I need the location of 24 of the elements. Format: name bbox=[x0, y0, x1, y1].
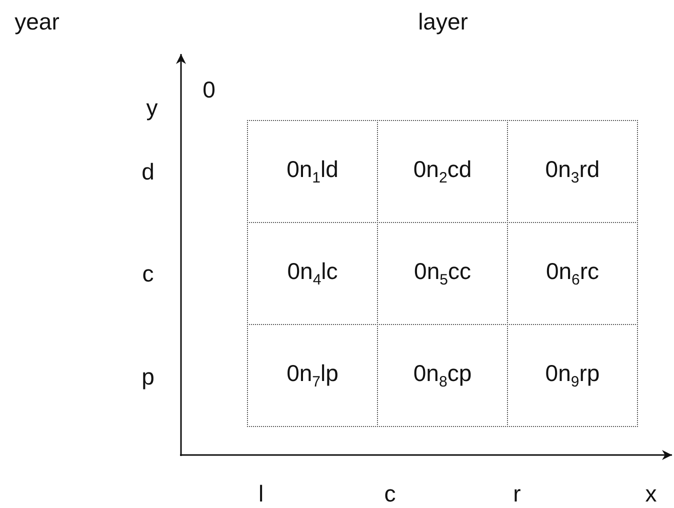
row-label: p bbox=[142, 364, 154, 390]
column-label: r bbox=[513, 480, 521, 508]
cell-label: 0n$_{7}$lp bbox=[286, 360, 338, 391]
grid-cell bbox=[507, 120, 638, 223]
column-label: l bbox=[258, 480, 264, 508]
cell-label: 0n$_{3}$rd bbox=[545, 156, 600, 187]
origin-label: 0 bbox=[202, 76, 216, 104]
cell-label: 0n$_{4}$lc bbox=[287, 258, 338, 289]
axis-label: x bbox=[645, 480, 657, 508]
cell-label: 0n$_{2}$cd bbox=[413, 156, 472, 187]
cell-label: 0n$_{8}$cp bbox=[413, 360, 472, 391]
grid-cell bbox=[507, 324, 638, 427]
grid-cell bbox=[247, 120, 378, 223]
axis-title: layer bbox=[418, 8, 468, 36]
column-label: c bbox=[384, 480, 396, 508]
cell-label: 0n$_{9}$rp bbox=[545, 360, 600, 391]
grid-cell bbox=[247, 324, 378, 427]
axis-title: year bbox=[14, 8, 60, 36]
axis-label: y bbox=[146, 94, 158, 122]
cell-label: 0n$_{5}$cc bbox=[414, 258, 471, 289]
cell-label: 0n$_{1}$ld bbox=[286, 156, 338, 187]
cell-label: 0n$_{6}$rc bbox=[546, 258, 600, 289]
row-label: d bbox=[142, 158, 154, 186]
row-label: c bbox=[142, 260, 154, 288]
